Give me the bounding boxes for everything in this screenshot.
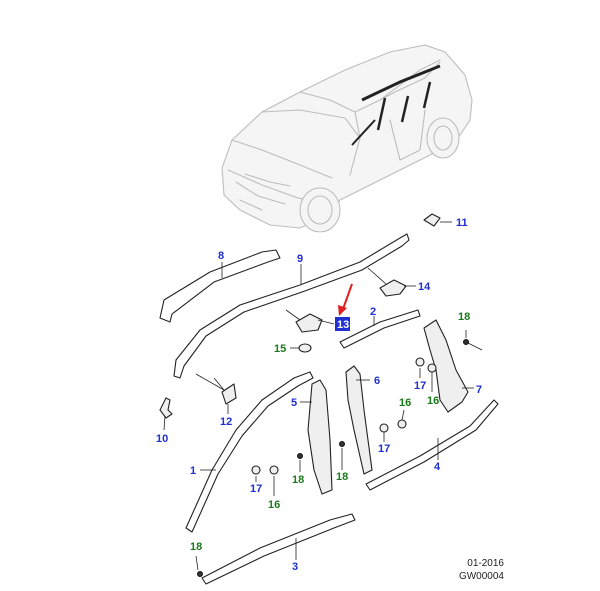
callout-1: 1	[190, 465, 196, 477]
callout-14: 14	[418, 281, 431, 293]
callout-17b: 17	[378, 443, 390, 455]
callout-labels: 1 2 3 4 5 6 7 8 9 10 11 12 13 14 15 16 1…	[156, 217, 482, 573]
callout-13-highlight	[335, 317, 350, 331]
footer-date: 01-2016	[467, 558, 504, 569]
callout-4: 4	[434, 461, 441, 473]
part-15-grommet	[290, 343, 312, 353]
part-4-door-moulding	[365, 399, 499, 491]
part-11-clip	[423, 213, 452, 227]
part-13-bracket	[285, 309, 335, 333]
part-1-pillar-moulding	[185, 371, 314, 533]
callout-2: 2	[370, 306, 376, 318]
callout-18a: 18	[292, 474, 304, 486]
callout-3: 3	[292, 561, 298, 573]
callout-18c: 18	[458, 311, 470, 323]
callout-9: 9	[297, 253, 303, 265]
callout-16c: 16	[427, 395, 439, 407]
callout-10: 10	[156, 433, 168, 445]
callout-12: 12	[220, 416, 232, 428]
callout-8: 8	[218, 250, 224, 262]
part-10-clip	[159, 397, 173, 431]
callout-7: 7	[476, 384, 482, 396]
callout-13: 13	[337, 319, 349, 331]
part-9-roof-moulding	[173, 233, 410, 379]
part-14-bracket	[367, 267, 416, 297]
callout-16a: 16	[268, 499, 280, 511]
callout-17a: 17	[250, 483, 262, 495]
part-8-trim	[159, 249, 281, 323]
part-7-quarter-trim	[423, 319, 474, 413]
part-5-b-pillar-trim	[300, 379, 333, 495]
part-6-c-pillar-trim	[345, 365, 373, 475]
callout-18b: 18	[336, 471, 348, 483]
callout-15: 15	[274, 343, 286, 355]
part-2-upper-moulding	[339, 309, 421, 349]
part-12-bracket	[195, 373, 237, 414]
callout-16b: 16	[399, 397, 411, 409]
part-3-sill-moulding	[197, 513, 356, 585]
footer-code: GW00004	[458, 571, 504, 582]
fasteners	[195, 330, 483, 571]
vehicle-illustration	[221, 44, 473, 233]
callout-6: 6	[374, 375, 380, 387]
callout-5: 5	[291, 397, 297, 409]
callout-18d: 18	[190, 541, 202, 553]
pointer-arrow	[338, 283, 353, 316]
callout-11: 11	[456, 217, 468, 229]
callout-17c: 17	[414, 380, 426, 392]
